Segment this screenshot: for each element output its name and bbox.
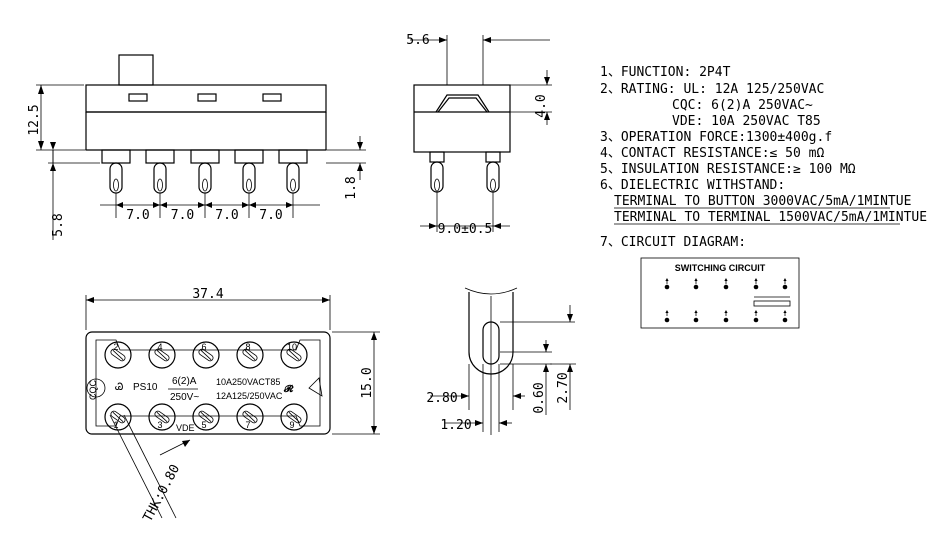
pitch-dim-label: 7.0 [171,208,194,223]
terminal-number: 1 [113,420,118,430]
front-pin [234,149,264,218]
rating-cqc-1: 6(2)A [172,376,197,387]
dim-top-label: 5.6 [406,33,429,48]
front-pin [190,149,220,218]
circuit-contact-top [753,278,759,290]
circuit-contact-top [664,278,670,290]
circuit-contact-bottom [753,310,759,323]
terminal-pin: 3 [148,403,176,431]
rating-vde: 10A250VACT85 [216,377,280,387]
terminal-pin: 9 [280,403,308,431]
terminal-number: 8 [245,342,250,352]
pitch-dim-label: 7.0 [215,208,238,223]
side-view: 5.6 4.0 9.0±0.5 [406,33,552,237]
terminal-pin: 5 [192,403,220,431]
circuit-diagram: SWITCHING CIRCUIT [640,257,800,329]
spec-rating-cqc: CQC: 6(2)A 250VAC~ [672,98,813,113]
circuit-title: SWITCHING CIRCUIT [675,263,766,273]
dim-spacing-label: 9.0±0.5 [438,222,493,237]
front-pin [145,149,175,218]
pin-detail: 2.80 1.20 0.60 2.70 [426,287,576,435]
terminal-pin: 8 [236,341,264,369]
spec-force: 3、OPERATION FORCE:1300±400g.f [600,130,832,145]
front-view: 12.5 5.8 1.8 7.0 7.0 7.0 7.0 [27,54,366,240]
dim-060-label: 0.60 [532,382,547,413]
rating-ul: 12A125/250VAC [216,391,283,401]
terminal-number: 7 [245,420,250,430]
vde-triangle-icon [308,377,323,397]
spec-dielectric: 6、DIELECTRIC WITHSTAND: [600,178,785,193]
spec-function: 1、FUNCTION: 2P4T [600,65,731,80]
circuit-contact-bottom [664,310,670,323]
terminal-number: 3 [157,420,162,430]
dim-knob-label: 4.0 [534,94,549,117]
circuit-contact-top [782,278,788,290]
model-label: PS10 [133,382,158,393]
terminal-pin: 6 [192,341,220,369]
dim-270-label: 2.70 [556,372,571,403]
dim-width-label: 37.4 [192,287,223,302]
mark-cqc: CQC [88,380,98,401]
terminal-number: 2 [113,342,118,352]
front-pin [101,149,131,218]
mark-vde: VDE [176,423,195,433]
terminal-pin: 2 [104,341,132,369]
spec-dielectric-1: TERMINAL TO BUTTON 3000VAC/5mA/1MINTUE [614,194,911,209]
specification-list: 1、FUNCTION: 2P4T 2、RATING: UL: 12A 125/2… [600,65,927,250]
thickness-label: THK:0.80 [141,462,184,524]
dim-120-label: 1.20 [440,418,471,433]
circuit-contact-bottom [693,310,699,323]
spec-contact: 4、CONTACT RESISTANCE:≤ 50 mΩ [600,146,824,161]
circuit-contact-top [693,278,699,290]
terminal-pin: 4 [148,341,176,369]
terminal-pin: 7 [236,403,264,431]
terminal-number: 5 [201,420,206,430]
terminal-number: 9 [289,420,294,430]
terminal-pin: 1 [104,403,132,431]
dim-pin-label: 1.8 [344,176,359,199]
circuit-contact-bottom [782,310,788,323]
terminal-number: 4 [157,342,162,352]
spec-circuit: 7、CIRCUIT DIAGRAM: [600,235,746,250]
spec-rating-vde: VDE: 10A 250VAC T85 [672,114,821,129]
circuit-contact-top [723,278,729,290]
dim-base-label: 5.8 [51,213,66,236]
pitch-dim-label: 7.0 [259,208,282,223]
dim-height-label: 12.5 [27,104,42,135]
front-pin [278,149,308,218]
top-view: 2 4 6 8 10 1 3 5 7 9 CQC Ꮚ PS10 6(2)A 250V~ 10A25… [85,287,380,525]
terminal-pin: 10 [280,341,308,369]
ul-recognition-icon: 𝓡 [283,383,294,395]
pitch-dim-label: 7.0 [126,208,149,223]
rating-cqc-2: 250V~ [170,392,199,403]
terminal-number: 6 [201,342,206,352]
terminal-number: 10 [287,342,297,352]
dim-280-label: 2.80 [426,391,457,406]
dim-depth-label: 15.0 [360,367,375,398]
spec-insulation: 5、INSULATION RESISTANCE:≥ 100 MΩ [600,162,856,177]
ul-logo: Ꮚ [115,382,123,393]
spec-rating-ul: 2、RATING: UL: 12A 125/250VAC [600,82,824,97]
spec-dielectric-2: TERMINAL TO TERMINAL 1500VAC/5mA/1MINTUE [614,210,927,225]
circuit-contact-bottom [723,310,729,323]
